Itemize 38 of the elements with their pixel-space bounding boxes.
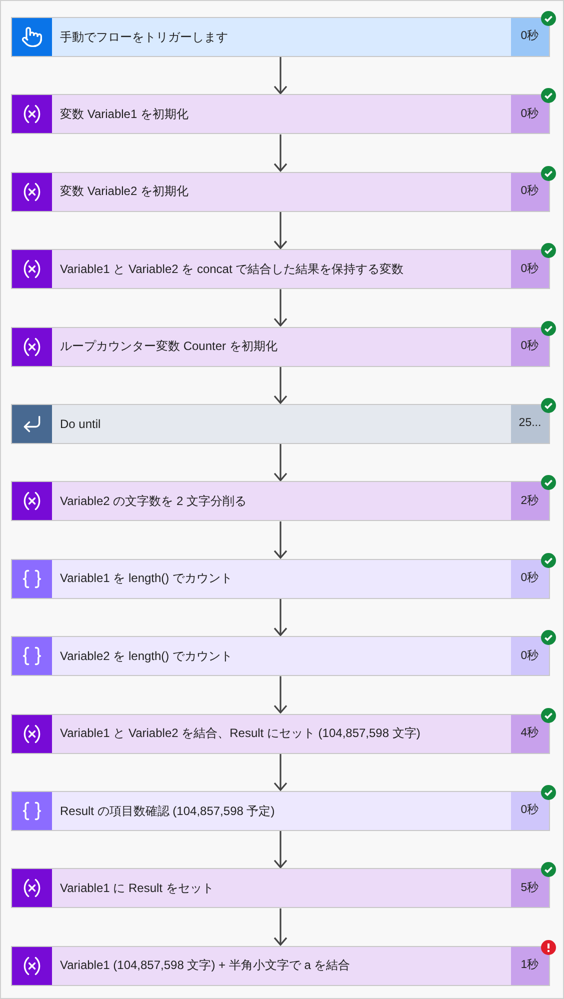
arrow	[274, 212, 288, 249]
duration-label: 0秒	[511, 95, 549, 134]
action-title: 手動でフローをトリガーします	[60, 30, 228, 44]
arrow	[274, 134, 288, 172]
action-title: Variable1 と Variable2 を結合、Result にセット (104,857,598 文字)	[60, 726, 420, 742]
action-title: 変数 Variable1 を初期化	[60, 106, 188, 122]
action-title: Variable1 (104,857,598 文字) + 半角小文字で a を結合	[60, 958, 350, 974]
action-title: Variable2 を length() でカウント	[60, 648, 232, 664]
arrow	[274, 676, 288, 714]
arrow	[274, 57, 288, 94]
duration-label: 0秒	[511, 560, 549, 598]
arrow	[274, 754, 288, 791]
action-title: Do until	[60, 416, 101, 432]
arrow	[274, 908, 288, 946]
duration-label: 0秒	[511, 172, 549, 211]
action-title: ループカウンター変数 Counter を初期化	[60, 339, 278, 354]
action-title: Variable1 と Variable2 を concat で結合した結果を保持する変数	[60, 262, 404, 277]
duration-label: 4秒	[511, 714, 549, 753]
duration-label: 0秒	[511, 250, 549, 288]
duration-label: 1秒	[511, 946, 549, 985]
arrow	[274, 289, 288, 326]
duration-label: 0秒	[511, 328, 549, 366]
action-title: Result の項目数確認 (104,857,598 予定)	[60, 804, 275, 818]
action-title: Variable2 の文字数を 2 文字分削る	[60, 494, 246, 509]
arrow	[274, 444, 288, 482]
arrow	[274, 366, 288, 404]
action-title: Variable1 を length() でカウント	[60, 571, 232, 586]
duration-label: 5秒	[511, 869, 549, 908]
arrow	[274, 831, 288, 868]
duration-label: 0秒	[511, 18, 549, 56]
duration-label: 0秒	[511, 637, 549, 676]
action-title: Variable1 に Result をセット	[60, 880, 214, 896]
action-title: 変数 Variable2 を初期化	[60, 184, 188, 200]
duration-label: 25...	[511, 405, 549, 443]
duration-label: 2秒	[511, 482, 549, 520]
arrow	[274, 598, 288, 636]
arrow	[274, 521, 288, 559]
duration-label: 0秒	[511, 792, 549, 830]
